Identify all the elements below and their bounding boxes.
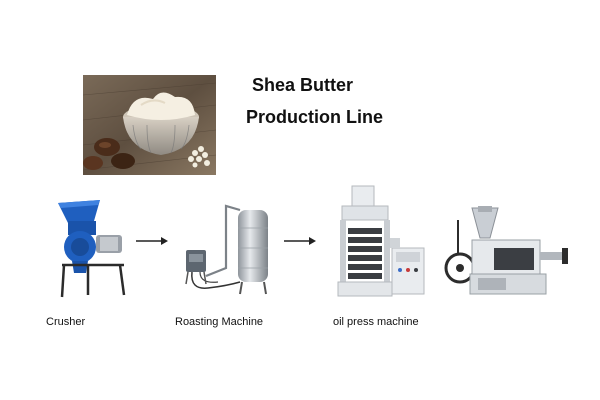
step-label-roasting-machine: Roasting Machine (175, 316, 264, 328)
flow-arrow-2 (284, 237, 316, 245)
crusher-machine-icon (58, 200, 126, 298)
diagram-title-line-2: Production Line (246, 107, 383, 127)
diagram-title-line-1: Shea Butter (252, 75, 354, 95)
roasting-machine-icon (185, 204, 268, 295)
step-label-oil-press-machine: oil press machine (333, 316, 419, 328)
flow-arrow-1 (136, 237, 168, 245)
step-label-crusher: Crusher (46, 316, 86, 328)
shea-butter-photo (83, 75, 216, 175)
screw-oil-press-icon (444, 206, 568, 295)
hydraulic-oil-press-icon (337, 185, 425, 297)
